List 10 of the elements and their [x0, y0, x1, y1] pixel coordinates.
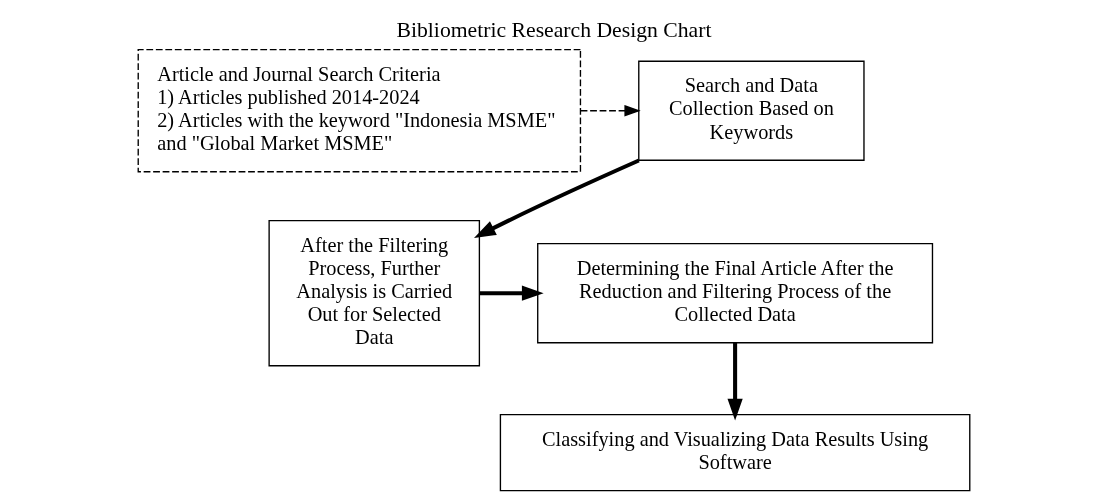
arrow: [473, 158, 640, 238]
node-box: After the Filtering Process, Further Analysis is Carried Out for Selected Data: [267, 219, 480, 366]
node-box: Article and Journal Search Criteria 1) Articles published 2014-2024 2) Articles with the keyword "Indonesia MSME" and "Global Market MSME": [137, 48, 581, 172]
diagram-title: Bibliometric Research Design Chart: [396, 17, 711, 42]
arrow: [479, 285, 544, 301]
node-box: Determining the Final Article After the Reduction and Filtering Process of the Collected Data: [536, 242, 933, 343]
arrow: [579, 104, 641, 116]
node-box: Search and Data Collection Based on Keywords: [637, 60, 865, 161]
node-box: Classifying and Visualizing Data Results Using Software: [499, 413, 970, 491]
arrow: [727, 342, 743, 420]
